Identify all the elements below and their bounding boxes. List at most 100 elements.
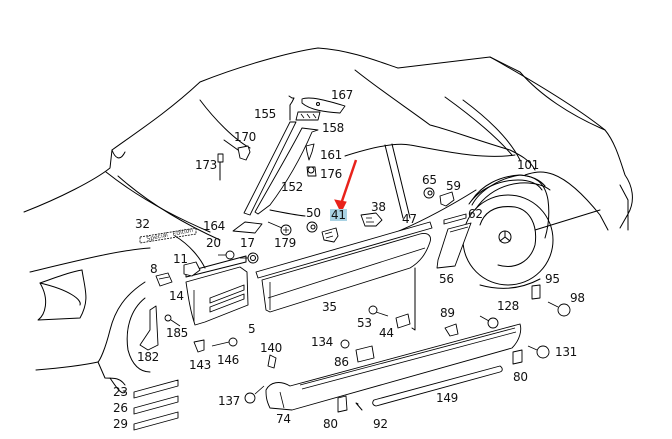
callout-161[interactable]: 161: [320, 148, 343, 162]
callout-98[interactable]: 98: [570, 291, 585, 305]
part-179-screw: [267, 221, 292, 236]
part-17-nut: [240, 252, 259, 264]
part-176-grommet: [306, 166, 317, 177]
callout-170[interactable]: 170: [234, 130, 257, 144]
part-86-clip: [355, 345, 375, 363]
part-149-strip: [372, 365, 503, 407]
callout-11[interactable]: 11: [173, 252, 188, 266]
callout-86[interactable]: 86: [334, 355, 349, 369]
part-170-clip: [223, 139, 251, 161]
part-8-clip: [155, 272, 173, 287]
callout-44[interactable]: 44: [379, 326, 394, 340]
part-101-arch-trim: [471, 174, 546, 201]
part-56-panel: [436, 222, 472, 269]
callout-92[interactable]: 92: [373, 417, 388, 431]
highlight-arrow: [334, 159, 358, 214]
part-92-pin: [355, 402, 363, 411]
part-128-screw: [479, 315, 499, 329]
callout-176[interactable]: 176: [320, 167, 343, 181]
callout-26[interactable]: 26: [113, 401, 128, 415]
callout-182[interactable]: 182: [137, 350, 160, 364]
callout-23[interactable]: 23: [113, 385, 128, 399]
part-5-fender-panel: [185, 255, 249, 326]
part-137-screw: [244, 385, 265, 404]
callout-35[interactable]: 35: [322, 300, 337, 314]
callout-179[interactable]: 179: [274, 236, 297, 250]
callout-56[interactable]: 56: [439, 272, 454, 286]
callout-143[interactable]: 143: [189, 358, 212, 372]
callout-50[interactable]: 50: [306, 206, 321, 220]
callout-164[interactable]: 164: [203, 219, 226, 233]
leader-35-44: [411, 267, 416, 331]
callout-29[interactable]: 29: [113, 417, 128, 431]
part-98-screw: [547, 301, 571, 317]
callout-101[interactable]: 101: [517, 158, 540, 172]
part-143-clip: [193, 339, 205, 353]
callout-65[interactable]: 65: [422, 173, 437, 187]
callout-47[interactable]: 47: [402, 212, 417, 226]
part-185-plug: [164, 314, 181, 327]
strips-23-26-29: [133, 379, 179, 431]
part-44-clip: [395, 313, 411, 329]
callout-167[interactable]: 167: [331, 88, 354, 102]
callout-152[interactable]: 152: [281, 180, 304, 194]
part-182-bracket: [139, 305, 159, 351]
part-131-screw: [527, 345, 550, 359]
part-155-clip: [288, 95, 295, 121]
part-53-screw: [368, 305, 389, 317]
part-65-nut: [423, 187, 435, 199]
part-47-moulding: [255, 221, 433, 279]
part-50-nut: [306, 221, 318, 233]
part-59-clip: [439, 191, 455, 207]
part-20-screw: [218, 250, 235, 260]
part-173-pin: [217, 153, 224, 181]
callout-5[interactable]: 5: [248, 322, 256, 336]
part-80-cap-a: [512, 349, 523, 365]
callout-32[interactable]: 32: [135, 217, 150, 231]
callout-95[interactable]: 95: [545, 272, 560, 286]
part-167-cover: [301, 97, 346, 114]
callout-134[interactable]: 134: [311, 335, 334, 349]
callout-173[interactable]: 173: [195, 158, 218, 172]
part-140-pin: [267, 354, 277, 369]
part-35-door-panel: [261, 233, 431, 313]
callout-140[interactable]: 140: [260, 341, 283, 355]
part-32-label: [139, 227, 197, 244]
callout-80b[interactable]: 80: [323, 417, 338, 431]
callout-131[interactable]: 131: [555, 345, 578, 359]
part-95-bracket: [531, 284, 541, 300]
callout-146[interactable]: 146: [217, 353, 240, 367]
callout-38[interactable]: 38: [371, 200, 386, 214]
callout-155[interactable]: 155: [254, 107, 277, 121]
part-74-sill-panel: [265, 323, 522, 411]
callout-20[interactable]: 20: [206, 236, 221, 250]
callout-149[interactable]: 149: [436, 391, 459, 405]
callout-14[interactable]: 14: [169, 289, 184, 303]
callout-89[interactable]: 89: [440, 306, 455, 320]
callout-185[interactable]: 185: [166, 326, 189, 340]
part-164-clip: [232, 221, 263, 234]
callout-74[interactable]: 74: [276, 412, 291, 426]
part-158-badge: [295, 111, 321, 121]
callout-128[interactable]: 128: [497, 299, 520, 313]
part-161-clip: [305, 143, 315, 161]
callout-137[interactable]: 137: [218, 394, 241, 408]
callout-158[interactable]: 158: [322, 121, 345, 135]
callout-8[interactable]: 8: [150, 262, 158, 276]
leader-50: [269, 209, 306, 217]
callout-62[interactable]: 62: [468, 207, 483, 221]
callout-17[interactable]: 17: [240, 236, 255, 250]
callout-53[interactable]: 53: [357, 316, 372, 330]
part-89-clip: [444, 323, 459, 337]
part-80-cap-b: [337, 395, 348, 413]
part-134-nut: [340, 339, 350, 349]
part-41-clip: [321, 227, 339, 243]
pillar-trim-152: [243, 121, 319, 216]
part-11-clip: [183, 261, 201, 277]
callout-41-highlighted[interactable]: 41: [330, 208, 347, 222]
callout-80a[interactable]: 80: [513, 370, 528, 384]
leader-32: [174, 235, 206, 269]
callout-59[interactable]: 59: [446, 179, 461, 193]
part-38-clip: [360, 212, 383, 227]
